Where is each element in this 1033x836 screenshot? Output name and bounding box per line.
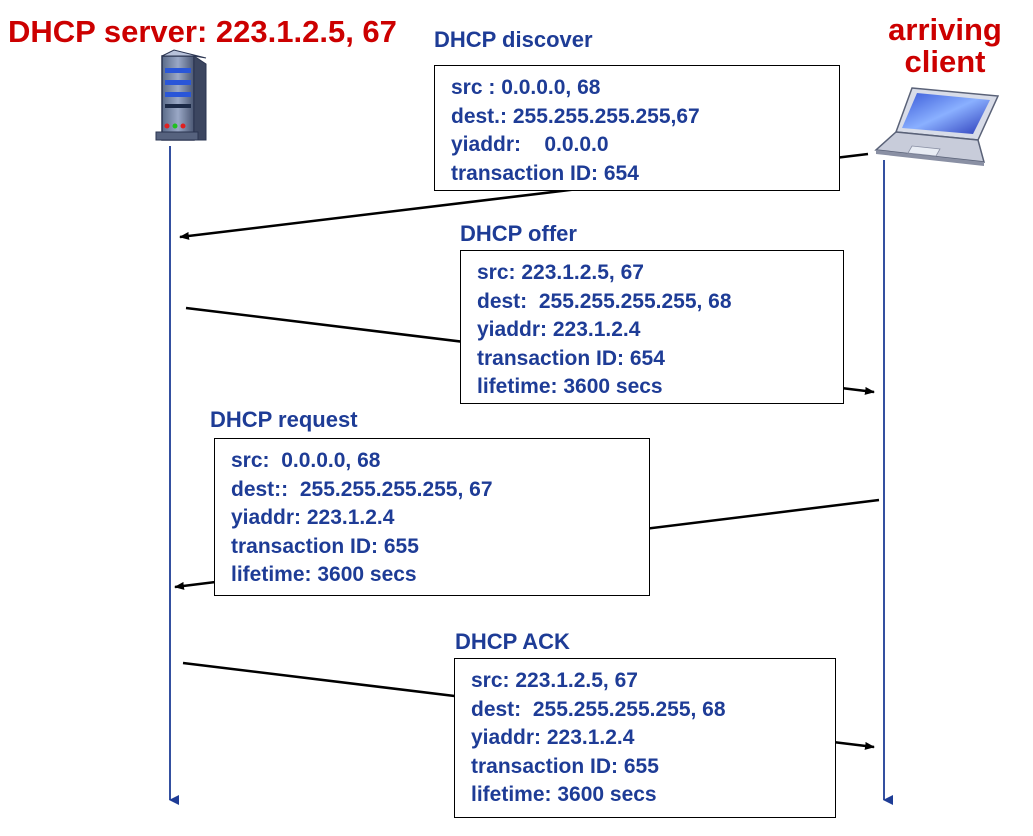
- ack-lifetime: lifetime: 3600 secs: [471, 783, 657, 806]
- request-yiaddr: yiaddr: 223.1.2.4: [231, 506, 395, 529]
- ack-src: src: 223.1.2.5, 67: [471, 669, 638, 692]
- offer-lifetime: lifetime: 3600 secs: [477, 375, 663, 398]
- offer-dest: dest: 255.255.255.255, 68: [477, 289, 732, 313]
- ack-transaction-id: transaction ID: 655: [471, 754, 659, 778]
- client-title-line1: arriving: [888, 12, 1002, 47]
- request-lifetime: lifetime: 3600 secs: [231, 563, 417, 586]
- request-dest: dest:: 255.255.255.255, 67: [231, 477, 493, 501]
- offer-yiaddr: yiaddr: 223.1.2.4: [477, 318, 641, 341]
- request-src: src: 0.0.0.0, 68: [231, 449, 381, 472]
- discover-box: src : 0.0.0.0, 68 dest.: 255.255.255.255…: [434, 65, 840, 191]
- request-transaction-id: transaction ID: 655: [231, 534, 419, 558]
- discover-label: DHCP discover: [434, 27, 593, 52]
- discover-dest: dest.: 255.255.255.255,67: [451, 104, 700, 128]
- server-title: DHCP server: 223.1.2.5, 67: [8, 14, 397, 49]
- client-title-line2: client: [904, 44, 986, 79]
- request-box: src: 0.0.0.0, 68 dest:: 255.255.255.255,…: [214, 438, 650, 596]
- ack-label: DHCP ACK: [455, 629, 570, 654]
- laptop-icon: [874, 87, 1000, 166]
- offer-box: src: 223.1.2.5, 67 dest: 255.255.255.255…: [460, 250, 844, 404]
- server-icon: [155, 49, 207, 141]
- offer-src: src: 223.1.2.5, 67: [477, 261, 644, 284]
- client-title: arriving client: [880, 14, 1010, 78]
- offer-transaction-id: transaction ID: 654: [477, 346, 665, 370]
- ack-box: src: 223.1.2.5, 67 dest: 255.255.255.255…: [454, 658, 836, 818]
- ack-dest: dest: 255.255.255.255, 68: [471, 697, 726, 721]
- discover-transaction-id: transaction ID: 654: [451, 161, 639, 185]
- ack-yiaddr: yiaddr: 223.1.2.4: [471, 726, 635, 749]
- offer-label: DHCP offer: [460, 221, 577, 246]
- discover-src: src : 0.0.0.0, 68: [451, 76, 601, 99]
- request-label: DHCP request: [210, 407, 358, 432]
- discover-yiaddr: yiaddr: 0.0.0.0: [451, 133, 609, 156]
